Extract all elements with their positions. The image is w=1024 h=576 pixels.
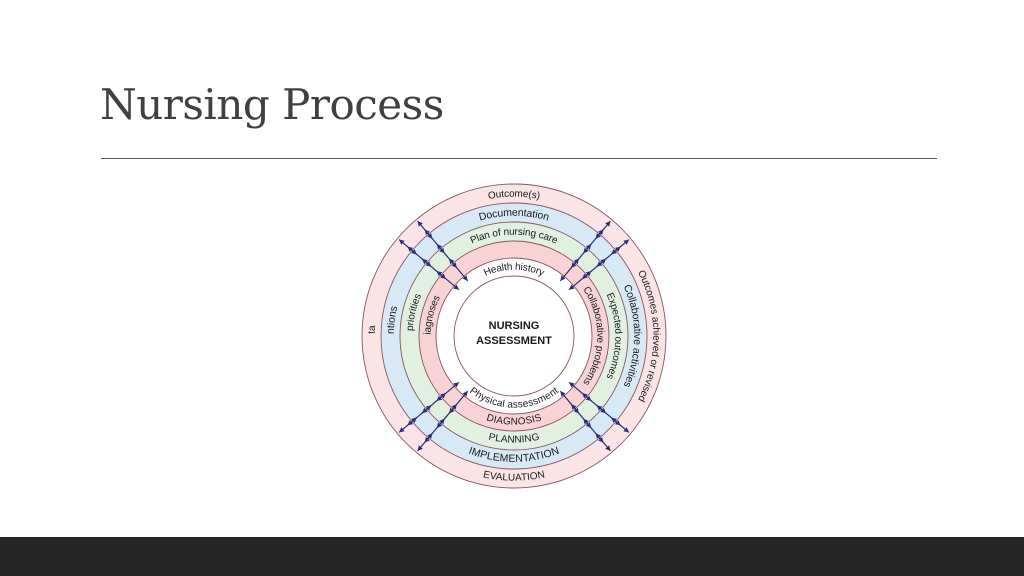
arrow-head <box>600 258 606 265</box>
arrow-head <box>605 221 611 227</box>
arrow-head <box>623 239 629 245</box>
arrow-head <box>614 246 621 252</box>
arrow-head <box>417 445 423 451</box>
arrow-head <box>422 407 428 414</box>
arrow-head <box>399 427 405 433</box>
arrow-head <box>585 422 592 428</box>
arrow-head <box>407 420 414 426</box>
diagram-canvas: DataOutcome(s)Outcomes achieved or revis… <box>361 183 667 489</box>
arrow-head <box>436 244 443 250</box>
arrow-head <box>436 395 443 401</box>
footer-bar <box>0 537 1024 576</box>
arrow-head <box>399 239 405 245</box>
arrow-head <box>453 284 459 290</box>
arrow-head <box>573 258 579 265</box>
ring-label-evaluation-top: Outcome(s) <box>487 189 541 202</box>
ring-label-diagnosis-bottom: DIAGNOSIS <box>485 412 543 427</box>
ring-label-implementation-top: Documentation <box>478 207 551 224</box>
arrow-head <box>424 436 430 443</box>
arrow-head <box>623 427 629 433</box>
arrow-head <box>600 407 606 414</box>
arrow-head <box>407 246 414 252</box>
arrow-head <box>436 271 443 277</box>
slide-title: Nursing Process <box>100 80 444 129</box>
arrow-head <box>462 391 468 397</box>
center-label-line-1: NURSING <box>489 320 540 332</box>
arrow-head <box>424 229 430 236</box>
arrow-head <box>436 422 443 428</box>
ring-label-assessment-top: Health history <box>482 262 545 279</box>
ring-label-planning-bottom: PLANNING <box>487 432 540 446</box>
arrow-head <box>462 275 468 281</box>
arrow-head <box>453 382 459 388</box>
arrow-head <box>569 382 575 388</box>
arrow-head <box>422 258 428 265</box>
arrow-head <box>560 275 566 281</box>
ring-label-evaluation-bottom: EVALUATION <box>482 469 546 483</box>
arrow-head <box>585 271 592 277</box>
ring-discs <box>361 183 667 489</box>
arrow-head <box>598 436 604 443</box>
arrow-head <box>605 445 611 451</box>
arrow-head <box>449 258 455 265</box>
arrow-head <box>614 420 621 426</box>
ring-assessment-core <box>453 275 575 397</box>
arrow-head <box>560 391 566 397</box>
center-label-line-2: ASSESSMENT <box>476 335 552 347</box>
process-arrows <box>398 220 630 452</box>
arrow-head <box>417 221 423 227</box>
arrow-head <box>449 407 455 414</box>
center-label: NURSING ASSESSMENT <box>476 320 552 347</box>
arrow-head <box>598 229 604 236</box>
arrow-head <box>585 244 592 250</box>
arrow-head <box>573 407 579 414</box>
arrow-head <box>585 395 592 401</box>
nursing-process-diagram: DataOutcome(s)Outcomes achieved or revis… <box>356 178 672 494</box>
arrow-head <box>569 284 575 290</box>
title-divider <box>101 158 937 159</box>
